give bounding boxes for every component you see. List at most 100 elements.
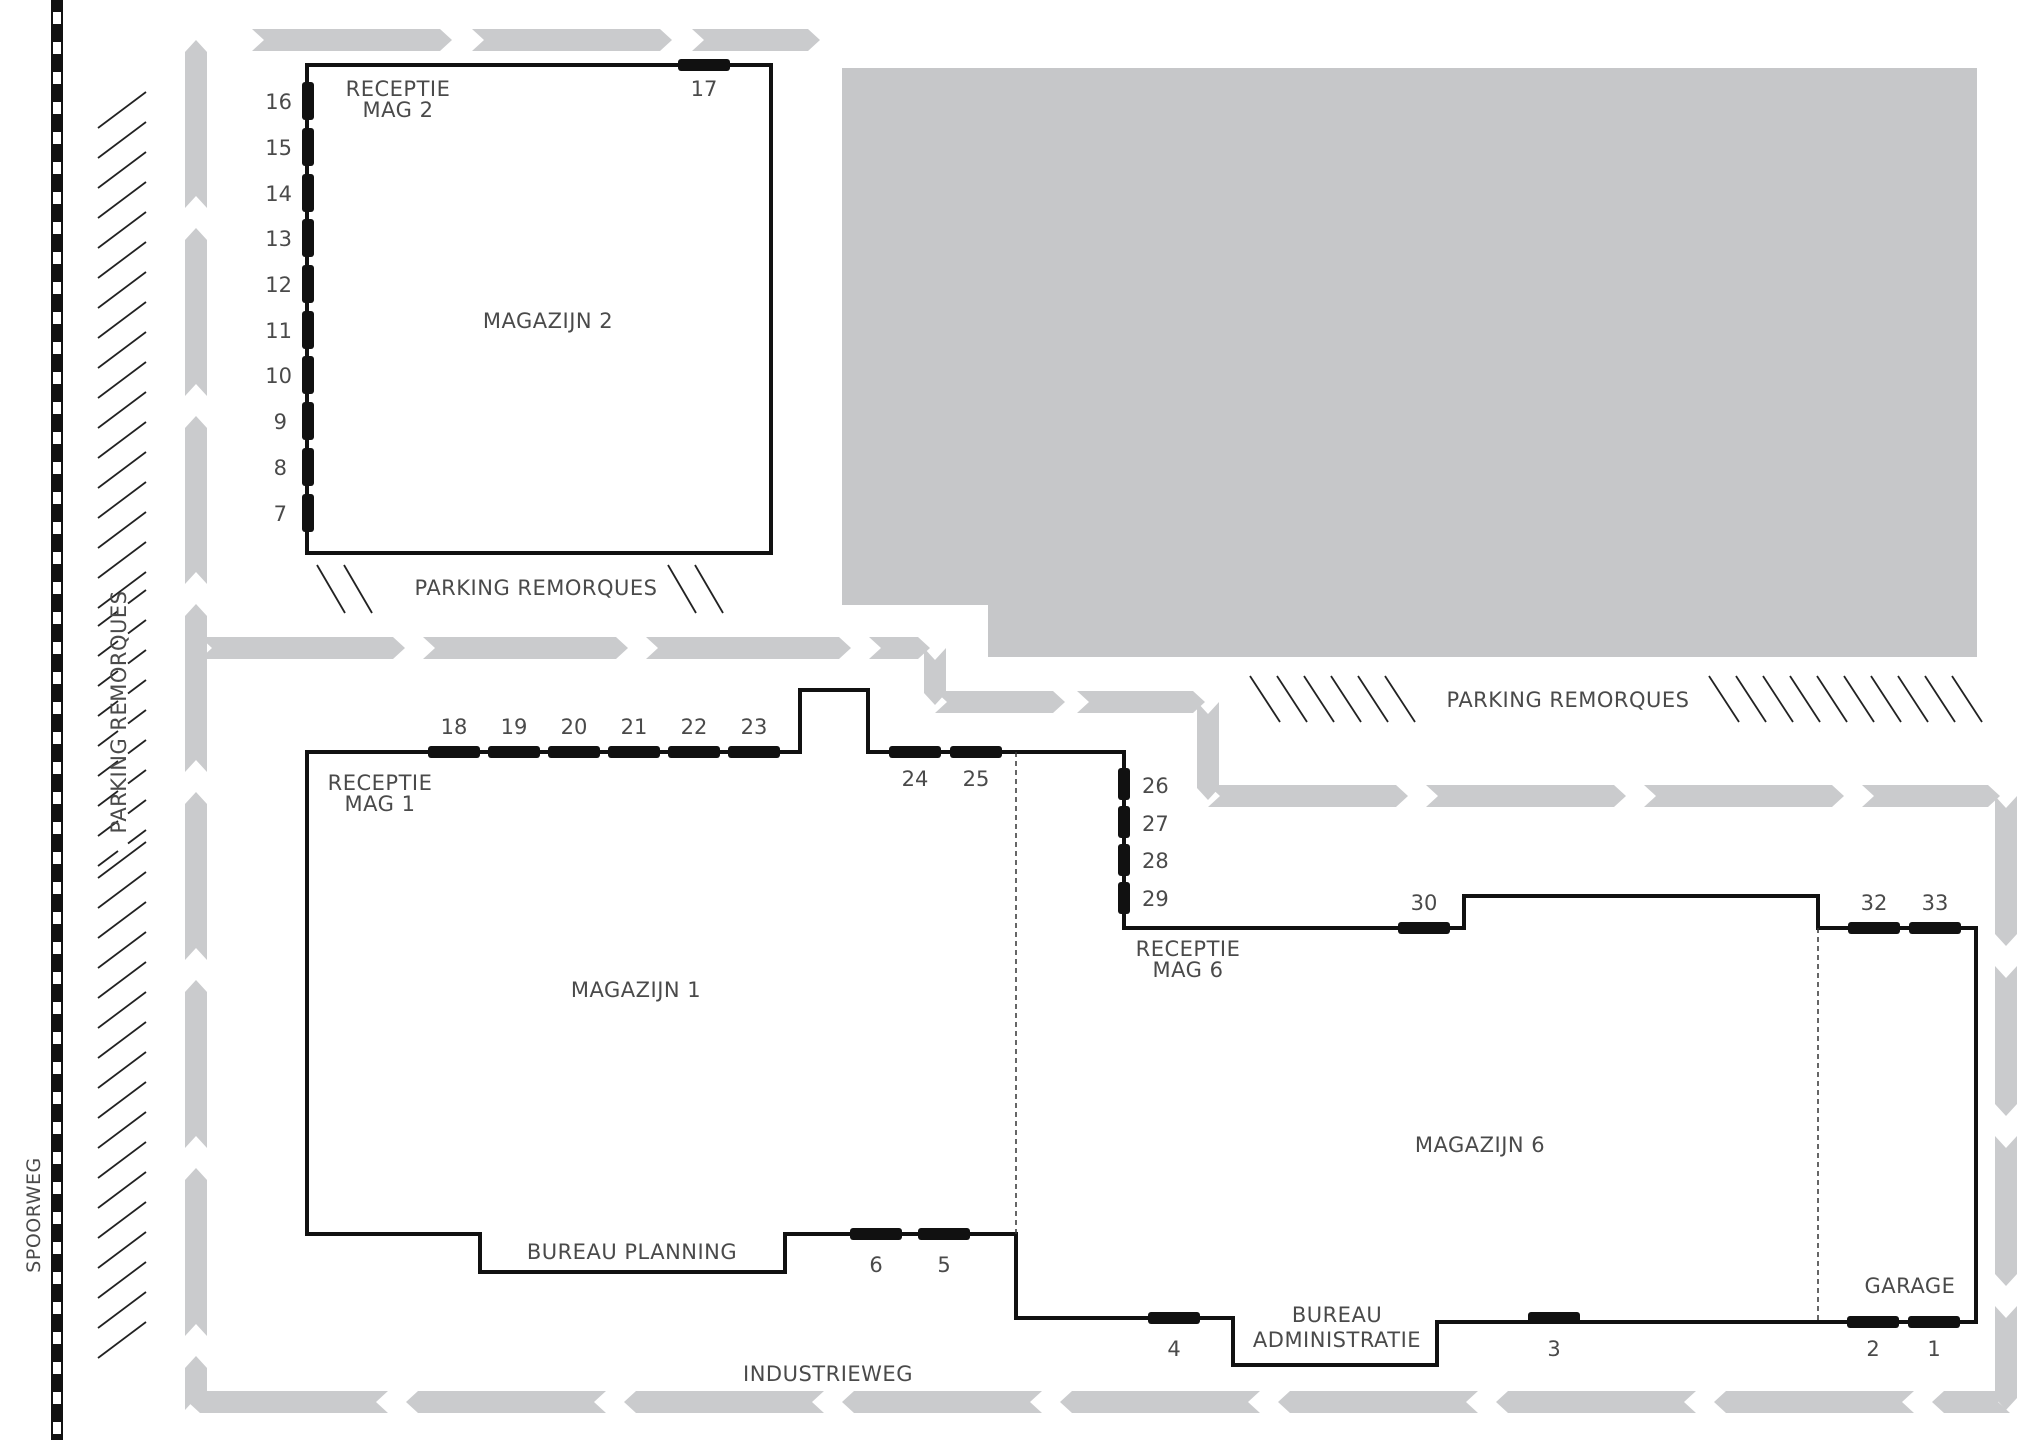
dock-21 <box>608 746 660 758</box>
dock-label: 32 <box>1861 891 1888 915</box>
dock-18 <box>428 746 480 758</box>
dock-22 <box>668 746 720 758</box>
parking-stripe <box>97 1261 147 1299</box>
parking-stripe <box>1789 675 1821 723</box>
road-arrow <box>842 1391 1042 1413</box>
parking-stripe <box>97 241 147 279</box>
rail-tie <box>53 1182 61 1194</box>
parking-stripe <box>97 790 119 807</box>
dock-1 <box>1908 1316 1960 1328</box>
road-arrow <box>185 416 207 584</box>
rail-tie <box>53 852 61 864</box>
parking-stripe <box>343 564 373 614</box>
dock-24 <box>889 746 941 758</box>
parking-stripe <box>97 820 119 837</box>
parking-stripe <box>97 931 147 969</box>
rail-tie <box>53 1032 61 1044</box>
rail-tie <box>53 732 61 744</box>
parking-stripe <box>97 1201 147 1239</box>
parking-stripe <box>97 1321 147 1359</box>
road-arrow <box>924 648 946 705</box>
rail-tie <box>53 1332 61 1344</box>
parking-stripe <box>127 619 147 635</box>
rail-tie <box>53 912 61 924</box>
rail-tie <box>53 282 61 294</box>
rail-tie <box>53 552 61 564</box>
parking-stripe <box>1357 675 1389 723</box>
dock-label: 23 <box>741 715 768 739</box>
road-arrow <box>1644 785 1844 807</box>
parking-stripe <box>1843 675 1875 723</box>
dock-6 <box>850 1228 902 1240</box>
dock-label: 29 <box>1142 887 1169 911</box>
label-receptie-mag2: MAG 2 <box>363 98 434 122</box>
parking-stripe <box>127 589 147 605</box>
parking-stripe <box>97 670 119 687</box>
road-arrow <box>1426 785 1626 807</box>
rail-tie <box>53 1242 61 1254</box>
parking-stripe <box>97 301 147 339</box>
dock-30 <box>1398 922 1450 934</box>
dock-25 <box>950 746 1002 758</box>
rail-tie <box>53 1002 61 1014</box>
road-arrow <box>185 1168 207 1336</box>
label-industrieweg: INDUSTRIEWEG <box>743 1362 913 1386</box>
rail-tie <box>53 192 61 204</box>
rail-tie <box>53 1092 61 1104</box>
label-parking-right: PARKING REMORQUES <box>1447 688 1690 712</box>
parking-stripe <box>97 850 119 867</box>
parking-stripe <box>1708 675 1740 723</box>
parking-stripe <box>97 511 147 549</box>
dock-label: 25 <box>963 767 990 791</box>
road-arrow <box>1197 702 1219 800</box>
parking-stripe <box>97 271 147 309</box>
road-arrow <box>1995 1136 2017 1286</box>
rail-tie <box>53 822 61 834</box>
area-labels: MAGAZIJN 2 RECEPTIE MAG 2 MAGAZIJN 1 REC… <box>23 77 1955 1386</box>
dock-label: 21 <box>621 715 648 739</box>
dock-3 <box>1528 1312 1580 1324</box>
parking-stripe <box>97 1291 147 1329</box>
parking-stripe <box>97 391 147 429</box>
dock-23 <box>728 746 780 758</box>
road-arrow <box>1278 1391 1478 1413</box>
road-arrow <box>935 691 1065 713</box>
rail-tie <box>53 102 61 114</box>
parking-stripe <box>97 151 147 189</box>
parking-stripe <box>97 541 147 579</box>
label-receptie-mag1: MAG 1 <box>345 792 416 816</box>
dock-20 <box>548 746 600 758</box>
rail-tie <box>53 1122 61 1134</box>
label-magazijn-6: MAGAZIJN 6 <box>1415 1133 1545 1157</box>
dock-7 <box>302 494 314 532</box>
label-magazijn-1: MAGAZIJN 1 <box>571 978 701 1002</box>
rail-tie <box>53 942 61 954</box>
parking-stripe <box>127 679 147 695</box>
parking-stripe <box>97 91 147 129</box>
parking-stripe <box>97 961 147 999</box>
parking-stripe <box>97 121 147 159</box>
dock-label: 28 <box>1142 849 1169 873</box>
parking-stripe <box>1870 675 1902 723</box>
parking-stripe <box>97 1171 147 1209</box>
dock-5 <box>918 1228 970 1240</box>
parking-stripe <box>97 760 119 777</box>
road-arrow <box>1995 966 2017 1116</box>
road-arrow <box>185 604 207 772</box>
rail-tie <box>53 582 61 594</box>
parking-stripe <box>1330 675 1362 723</box>
rail-tie <box>53 222 61 234</box>
parking-stripe <box>127 799 147 815</box>
label-receptie-mag2: RECEPTIE <box>346 77 451 101</box>
road-arrow <box>423 637 628 659</box>
label-magazijn-2: MAGAZIJN 2 <box>483 309 613 333</box>
rail-tie <box>53 762 61 774</box>
parking-stripe <box>97 1051 147 1089</box>
label-bureau-administratie: ADMINISTRATIE <box>1253 1328 1421 1352</box>
parking-stripe <box>1276 675 1308 723</box>
rail-tie <box>53 162 61 174</box>
parking-stripe <box>97 571 147 609</box>
parking-stripe <box>1924 675 1956 723</box>
dock-4 <box>1148 1312 1200 1324</box>
